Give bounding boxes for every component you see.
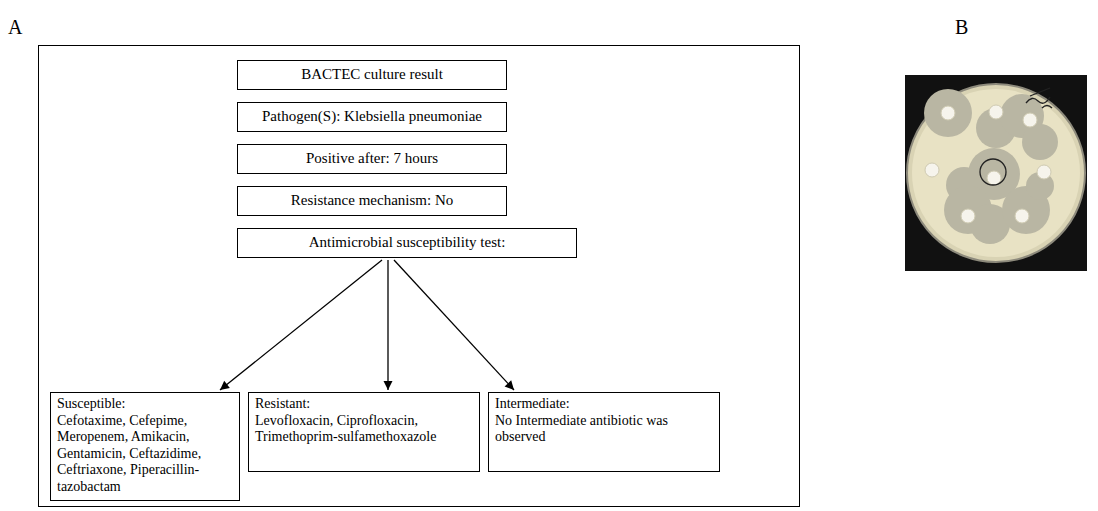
box-text: Positive after: 7 hours <box>244 149 500 167</box>
connector-line <box>394 260 514 390</box>
result-box: Resistant:Levofloxacin, Ciprofloxacin, T… <box>248 392 480 472</box>
connector-line <box>387 260 388 390</box>
handwriting-mark <box>1026 88 1052 108</box>
process-box: BACTEC culture result <box>237 60 507 90</box>
marker-circle <box>980 159 1006 185</box>
arrow-connector <box>384 260 393 390</box>
arrow-head <box>505 380 514 390</box>
box-heading: Intermediate: <box>495 396 713 413</box>
box-heading: Resistant: <box>255 396 473 413</box>
box-text: Antimicrobial susceptibility test: <box>244 233 570 251</box>
panel-letter: B <box>955 16 968 38</box>
agar-plate <box>907 84 1085 262</box>
box-text: Resistance mechanism: No <box>244 191 500 209</box>
box-text: BACTEC culture result <box>244 65 500 83</box>
photo-background <box>905 75 1087 271</box>
process-box: Antimicrobial susceptibility test: <box>237 228 577 258</box>
box-text: Cefotaxime, Cefepime, Meropenem, Amikaci… <box>57 413 233 496</box>
box-text: Levofloxacin, Ciprofloxacin, Trimethopri… <box>255 413 473 446</box>
result-box: Intermediate:No Intermediate antibiotic … <box>488 392 720 472</box>
antibiotic-discs <box>925 105 1051 223</box>
process-box: Pathogen(S): Klebsiella pneumoniae <box>237 102 507 132</box>
result-box: Susceptible:Cefotaxime, Cefepime, Merope… <box>50 392 240 501</box>
arrow-head <box>220 381 230 390</box>
arrow-head <box>384 381 393 390</box>
connector-line <box>220 260 382 390</box>
inhibition-zones <box>924 89 1058 244</box>
panel-letter: A <box>8 16 22 38</box>
process-box: Resistance mechanism: No <box>237 186 507 216</box>
arrow-connector <box>394 260 514 390</box>
box-text: No Intermediate antibiotic was observed <box>495 413 713 446</box>
arrow-connector <box>220 260 382 390</box>
box-heading: Susceptible: <box>57 396 233 413</box>
box-text: Pathogen(S): Klebsiella pneumoniae <box>244 107 500 125</box>
agar-surface <box>912 89 1080 257</box>
process-box: Positive after: 7 hours <box>237 144 507 174</box>
